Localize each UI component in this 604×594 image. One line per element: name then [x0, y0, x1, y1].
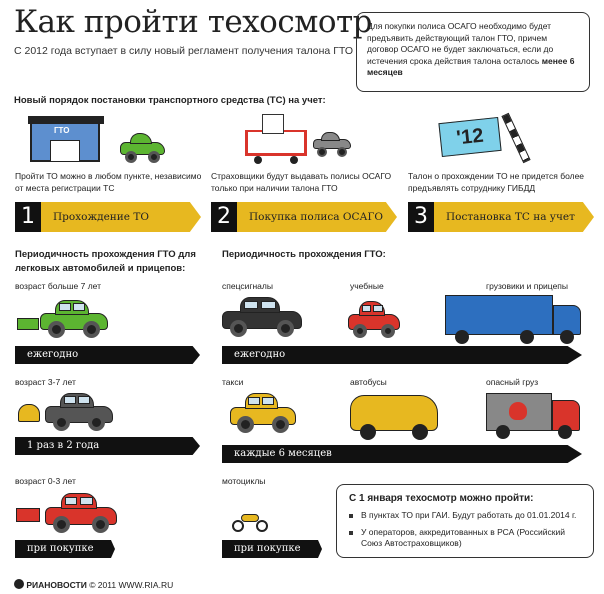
trailer-icon	[17, 318, 39, 330]
page-title: Как пройти техосмотр	[14, 4, 372, 40]
step-label: Прохождение ТО	[53, 211, 149, 223]
grey-car-icon	[45, 392, 113, 431]
step-number: 2	[211, 202, 237, 232]
red-car-icon	[45, 493, 117, 533]
step-1-caption: Пройти ТО можно в любом пункте, независи…	[15, 171, 202, 193]
step-3-caption: Талон о прохождении ТО не придется более…	[408, 171, 585, 193]
vehicle-label: спецсигналы	[222, 281, 273, 291]
note-text: Для покупки полиса ОСАГО необходимо буде…	[367, 21, 554, 66]
info-title: С 1 января техосмотр можно пройти:	[349, 493, 534, 504]
document-icon	[262, 114, 284, 134]
trailer-icon	[18, 404, 40, 422]
footer-copyright: © 2011 WWW.RIA.RU	[89, 580, 174, 590]
police-baton-icon	[501, 112, 531, 164]
info-item: У операторов, аккредитованных в РСА (Рос…	[349, 527, 581, 549]
wheel-icon	[455, 330, 469, 344]
shopping-cart-icon	[245, 114, 307, 164]
wheel-icon	[520, 330, 534, 344]
period-bar: ежегодно	[222, 346, 582, 364]
dangerous-cargo-truck-icon	[486, 393, 552, 431]
vehicle-label: автобусы	[350, 377, 387, 387]
special-signal-car-icon	[222, 297, 302, 337]
wheel-icon	[360, 424, 376, 440]
motorcycle-icon	[232, 510, 268, 532]
gto-sign: ГТО	[54, 126, 70, 135]
period-bar: каждые 6 месяцев	[222, 445, 582, 463]
info-item: В пунктах ТО при ГАИ. Будут работать до …	[349, 510, 581, 521]
vehicle-label: мотоциклы	[222, 476, 266, 486]
note-bold: менее 6 месяцев	[367, 55, 575, 78]
truck-icon	[445, 295, 553, 335]
info-box: С 1 января техосмотр можно пройти: В пун…	[336, 484, 594, 558]
vehicle-label: такси	[222, 377, 244, 387]
wheel-icon	[496, 425, 510, 439]
vehicle-label: учебные	[350, 281, 384, 291]
gto-building-icon: ГТО	[28, 116, 104, 162]
ria-logo-icon	[14, 579, 24, 589]
wheel-icon	[560, 330, 574, 344]
period-bar: ежегодно	[15, 346, 200, 364]
note-box: Для покупки полиса ОСАГО необходимо буде…	[356, 12, 590, 92]
vehicle-label: опасный груз	[486, 377, 539, 387]
step-label: Постановка ТС на учет	[446, 211, 575, 223]
fire-icon	[509, 402, 527, 420]
age-label: возраст 0-3 лет	[15, 476, 76, 486]
green-car-icon	[120, 133, 165, 163]
green-car-icon	[40, 299, 108, 338]
wheel-icon	[558, 425, 572, 439]
ticket-icon: '12	[438, 116, 502, 158]
taxi-icon	[230, 393, 296, 433]
step-2-banner: 2 Покупка полиса ОСАГО	[211, 202, 397, 232]
step-number: 1	[15, 202, 41, 232]
learner-car-icon	[348, 301, 400, 338]
period-bar: при покупке	[15, 540, 115, 558]
age-label: возраст 3-7 лет	[15, 377, 76, 387]
order-heading: Новый порядок постановки транспортного с…	[14, 95, 326, 106]
step-number: 3	[408, 202, 434, 232]
wheel-icon	[412, 424, 428, 440]
left-heading: Периодичность прохождения ГТО для легков…	[15, 249, 196, 274]
period-bar: при покупке	[222, 540, 322, 558]
footer: РИАНОВОСТИ © 2011 WWW.RIA.RU	[14, 579, 173, 590]
trailer-icon	[16, 508, 40, 522]
age-label: возраст больше 7 лет	[15, 281, 102, 291]
grey-car-icon	[313, 132, 351, 157]
period-bar: 1 раз в 2 года	[15, 437, 200, 455]
step-3-banner: 3 Постановка ТС на учет	[408, 202, 594, 232]
right-heading: Периодичность прохождения ГТО:	[222, 249, 386, 260]
step-2-caption: Страховщики будут выдавать полисы ОСАГО …	[211, 171, 392, 193]
step-1-banner: 1 Прохождение ТО	[15, 202, 201, 232]
vehicle-label: грузовики и прицепы	[486, 281, 569, 291]
footer-brand: РИАНОВОСТИ	[26, 580, 87, 590]
step-label: Покупка полиса ОСАГО	[249, 211, 383, 223]
subtitle: С 2012 года вступает в силу новый реглам…	[14, 45, 353, 57]
